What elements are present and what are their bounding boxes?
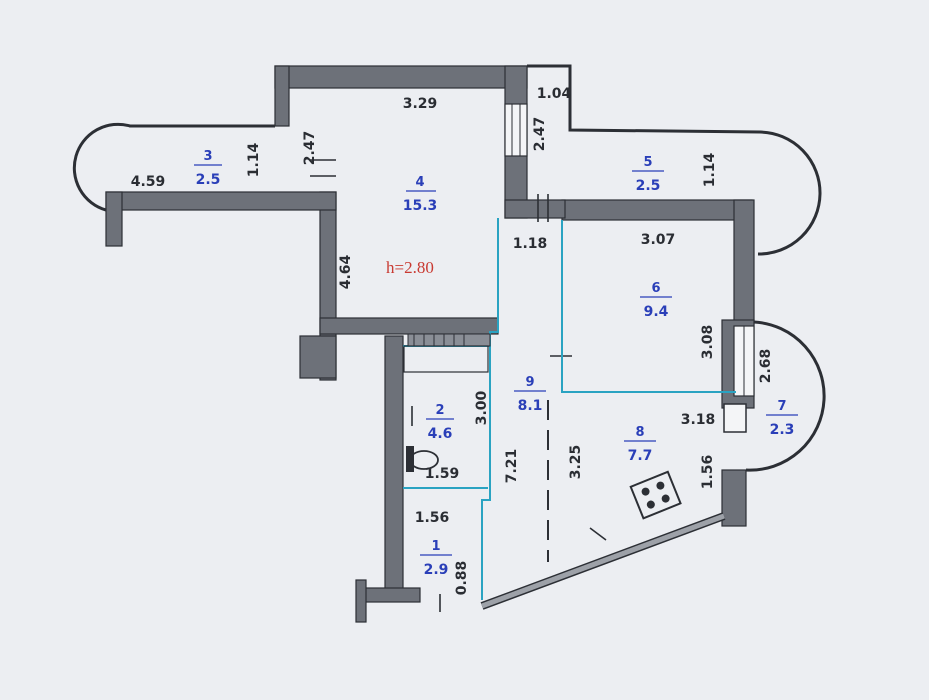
- room-5-number: 5: [643, 155, 652, 170]
- wall-left-corner: [299, 335, 337, 379]
- room-4-number: 4: [415, 175, 424, 190]
- dim-bay7-width: 2.68: [758, 349, 774, 384]
- dim-kitchen-depth: 3.25: [568, 445, 584, 480]
- room-3-area: 2.5: [196, 172, 221, 188]
- room-6-number: 6: [651, 281, 660, 296]
- wall-entrance-bottom: [359, 587, 421, 603]
- room-8-number: 8: [635, 425, 644, 440]
- wall-room6-right: [733, 199, 755, 325]
- room-6-area: 9.4: [644, 304, 669, 320]
- dim-bath-width: 1.59: [425, 466, 460, 482]
- room-9-area: 8.1: [518, 398, 543, 414]
- wall-left-upper: [274, 65, 290, 127]
- vent-shaft: [407, 333, 491, 347]
- room-9-number: 9: [525, 375, 534, 390]
- dim-balcony3-length: 4.59: [131, 174, 166, 190]
- ceiling-height: h=2.80: [386, 258, 434, 277]
- dim-bath-height: 3.00: [474, 390, 490, 425]
- dim-wc-depth: 0.88: [454, 561, 470, 596]
- dim-balcony3-depth: 1.14: [246, 142, 262, 177]
- wall-slanted-fill: [481, 513, 725, 609]
- room-7-number: 7: [777, 399, 786, 414]
- partition-corridor-left: [481, 218, 499, 600]
- dim-corridor-length: 7.21: [504, 449, 520, 484]
- wall-top: [274, 65, 528, 89]
- balcony-3-outline: [72, 122, 275, 212]
- room-7-area: 2.3: [770, 422, 795, 438]
- wall-bath-left: [384, 335, 404, 599]
- dim-kitchen-side: 1.56: [700, 455, 716, 490]
- dim-room4-width: 3.29: [403, 96, 438, 112]
- walls: [105, 65, 755, 623]
- room-1-area: 2.9: [424, 562, 449, 578]
- bay-7-outline: [745, 320, 826, 472]
- dim-balcony5-left: 2.47: [532, 117, 548, 152]
- room-3-number: 3: [203, 149, 212, 164]
- window-room4-balcony5: [504, 103, 528, 157]
- dim-room6-width: 3.07: [641, 232, 676, 248]
- partitions: [403, 218, 736, 610]
- dim-room4-left-upper: 2.47: [302, 131, 318, 166]
- openings: [310, 103, 755, 612]
- room-labels: 4 15.3 3 2.5 5 2.5 6 9.4 7 2.3 8 7.7 9 8…: [194, 149, 798, 578]
- balcony-5-outline: [527, 64, 822, 256]
- door-tick: [589, 527, 607, 541]
- dim-corridor-width: 1.18: [513, 236, 548, 252]
- partition-room6: [561, 220, 736, 393]
- dim-balcony5-depth: 1.04: [537, 86, 572, 102]
- dim-kitchen-width: 3.18: [681, 412, 716, 428]
- dimension-labels: 3.29 1.04 2.47 2.47 1.14 4.59 1.14 4.64 …: [131, 86, 774, 595]
- room-2-number: 2: [435, 403, 444, 418]
- room-4-area: 15.3: [403, 198, 438, 214]
- wall-balcony-3-base: [105, 191, 337, 211]
- room-1-number: 1: [431, 539, 440, 554]
- dim-room6-height: 3.08: [700, 325, 716, 360]
- room-2-area: 4.6: [428, 426, 453, 442]
- door-bay7: [723, 403, 747, 433]
- bathtub: [403, 345, 489, 373]
- wall-room6-top: [561, 199, 753, 221]
- stove-icon: [629, 470, 682, 520]
- wall-room4-bottom: [319, 317, 499, 335]
- room-5-area: 2.5: [636, 178, 661, 194]
- balcony-outlines: [72, 64, 826, 472]
- wall-balcony-3-stub: [105, 191, 123, 247]
- wall-room6-top-left: [504, 199, 566, 219]
- dim-room4-height: 4.64: [338, 254, 354, 289]
- fixtures: [406, 406, 682, 541]
- wall-entrance-stub: [355, 579, 367, 623]
- toilet-icon: [406, 446, 439, 472]
- dim-wc-width: 1.56: [415, 510, 450, 526]
- wall-kitchen-right: [721, 469, 747, 527]
- dim-balcony5-depth-right: 1.14: [702, 152, 718, 187]
- vent-hatch: [413, 334, 465, 346]
- room-8-area: 7.7: [628, 448, 653, 464]
